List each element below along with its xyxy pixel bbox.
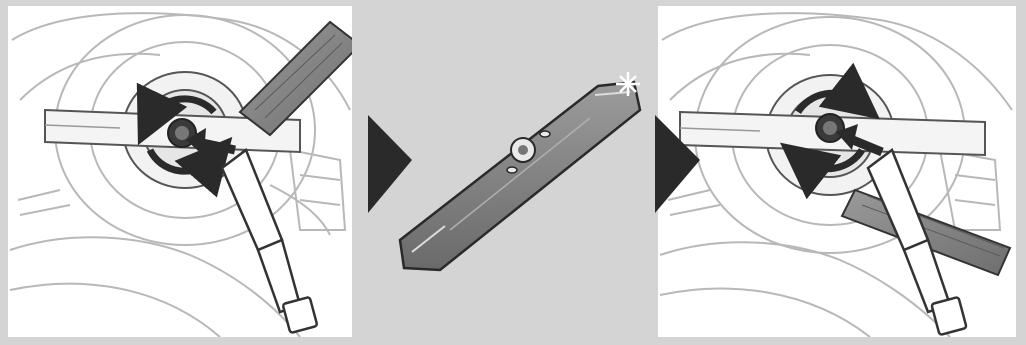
play-arrow-icon — [368, 115, 412, 213]
blade-bolt — [816, 114, 844, 142]
mower-blade-icon — [400, 82, 640, 270]
panel-blade — [400, 72, 640, 270]
panel-loosen — [8, 6, 360, 337]
panel-tighten — [658, 6, 1016, 337]
